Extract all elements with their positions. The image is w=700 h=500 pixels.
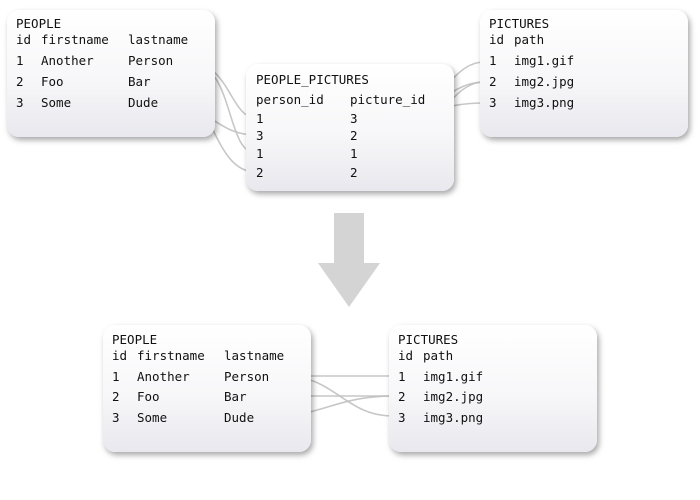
people-row-1-id: 1: [112, 369, 120, 384]
people-row-2-lastname: Bar: [128, 74, 151, 89]
people-row-1-firstname: Another: [137, 369, 190, 384]
down-arrow-icon: [318, 213, 380, 307]
people-table-top: PEOPLE id firstname lastname 1 Another P…: [7, 10, 215, 137]
people-title: PEOPLE: [112, 332, 158, 347]
pictures-row-3-id: 3: [398, 410, 406, 425]
pictures-row-3-path: img3.png: [514, 95, 575, 110]
people-row-2-firstname: Foo: [41, 74, 64, 89]
people-row-2-firstname: Foo: [137, 389, 160, 404]
people-row-2-lastname: Bar: [224, 389, 247, 404]
people-row-1-lastname: Person: [224, 369, 270, 384]
people-row-3-lastname: Dude: [224, 410, 255, 425]
people-pictures-row-4-picture-id: 2: [350, 165, 358, 180]
people-pictures-header-picture-id: picture_id: [350, 92, 426, 107]
pictures-table-bottom: PICTURES id path 1 img1.gif 2 img2.jpg 3…: [389, 325, 597, 452]
people-pictures-row-2-picture-id: 2: [350, 128, 358, 143]
pictures-row-2-id: 2: [398, 389, 406, 404]
people-header-firstname: firstname: [41, 32, 109, 47]
people-row-3-lastname: Dude: [128, 95, 159, 110]
people-pictures-row-4-person-id: 2: [256, 165, 264, 180]
people-pictures-header-person-id: person_id: [256, 92, 324, 107]
people-pictures-row-1-picture-id: 3: [350, 111, 358, 126]
pictures-row-2-id: 2: [489, 74, 497, 89]
pictures-header-path: path: [514, 32, 545, 47]
pictures-row-1-id: 1: [398, 369, 406, 384]
people-header-lastname: lastname: [224, 348, 285, 363]
people-table-bottom: PEOPLE id firstname lastname 1 Another P…: [103, 325, 311, 452]
pictures-header-id: id: [489, 32, 505, 47]
pictures-row-2-path: img2.jpg: [514, 74, 575, 89]
people-pictures-row-3-picture-id: 1: [350, 146, 358, 161]
pictures-title: PICTURES: [489, 16, 550, 31]
people-pictures-table: PEOPLE_PICTURES person_id picture_id 1 3…: [246, 64, 454, 191]
people-row-1-firstname: Another: [41, 53, 94, 68]
pictures-title: PICTURES: [398, 332, 459, 347]
pictures-row-1-path: img1.gif: [514, 53, 575, 68]
people-row-2-id: 2: [16, 74, 24, 89]
pictures-header-id: id: [398, 348, 414, 363]
people-pictures-row-2-person-id: 3: [256, 128, 264, 143]
people-header-id: id: [112, 348, 128, 363]
people-row-3-id: 3: [112, 410, 120, 425]
people-row-2-id: 2: [112, 389, 120, 404]
people-pictures-row-1-person-id: 1: [256, 111, 264, 126]
people-row-3-firstname: Some: [41, 95, 72, 110]
people-pictures-title: PEOPLE_PICTURES: [256, 72, 369, 87]
pictures-row-1-path: img1.gif: [423, 369, 484, 384]
pictures-table-top: PICTURES id path 1 img1.gif 2 img2.jpg 3…: [480, 10, 688, 137]
pictures-row-3-path: img3.png: [423, 410, 484, 425]
people-header-id: id: [16, 32, 32, 47]
pictures-row-1-id: 1: [489, 53, 497, 68]
people-row-3-id: 3: [16, 95, 24, 110]
people-pictures-row-3-person-id: 1: [256, 146, 264, 161]
people-header-firstname: firstname: [137, 348, 205, 363]
pictures-row-2-path: img2.jpg: [423, 389, 484, 404]
pictures-header-path: path: [423, 348, 454, 363]
people-row-3-firstname: Some: [137, 410, 168, 425]
people-header-lastname: lastname: [128, 32, 189, 47]
people-row-1-id: 1: [16, 53, 24, 68]
pictures-row-3-id: 3: [489, 95, 497, 110]
people-row-1-lastname: Person: [128, 53, 174, 68]
people-title: PEOPLE: [16, 16, 62, 31]
